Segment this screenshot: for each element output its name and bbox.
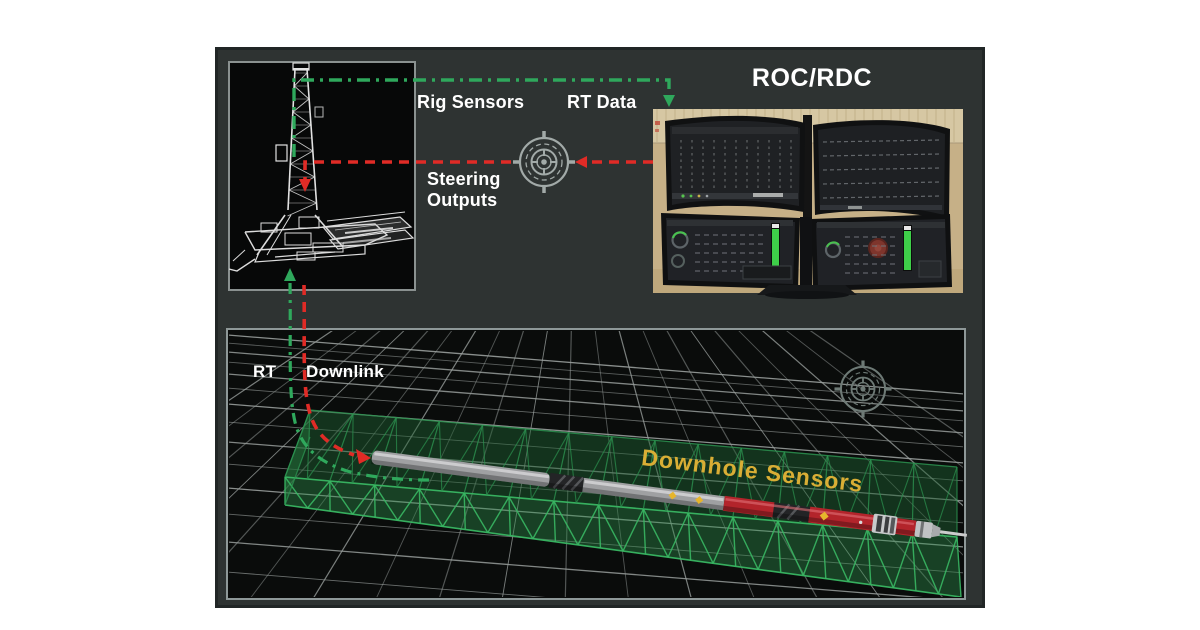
steering-outputs-line — [299, 156, 653, 192]
roc-rdc-title: ROC/RDC — [751, 64, 873, 92]
downlink-line — [302, 284, 371, 464]
arrow-down-icon — [299, 179, 311, 192]
downlink-label: Downlink — [306, 362, 384, 381]
arrow-up-icon — [284, 268, 296, 281]
arrow-down-icon — [663, 95, 675, 107]
arrow-left-icon — [575, 156, 587, 168]
rig-sensors-label: Rig Sensors — [417, 92, 525, 112]
rt-uplink-line — [284, 268, 430, 482]
sensor-marker-icon — [695, 496, 704, 505]
diagram-graphics — [226, 61, 968, 600]
rig-illustration — [228, 61, 416, 291]
arrow-right-icon — [356, 449, 371, 464]
monitors-photo — [653, 109, 963, 299]
rig-sensors-line — [292, 78, 675, 157]
sensor-marker-icon — [819, 511, 829, 521]
drill-string — [371, 450, 968, 539]
sensor-marker-icon — [668, 491, 677, 500]
steering-outputs-label: Steering Outputs — [427, 169, 501, 210]
rt-label: RT — [253, 362, 277, 381]
target-reticle-icon — [511, 129, 577, 195]
rt-data-label: RT Data — [567, 92, 637, 112]
automation-diagram-panel: Rig Sensors RT Data Steering Outputs ROC… — [215, 47, 985, 608]
